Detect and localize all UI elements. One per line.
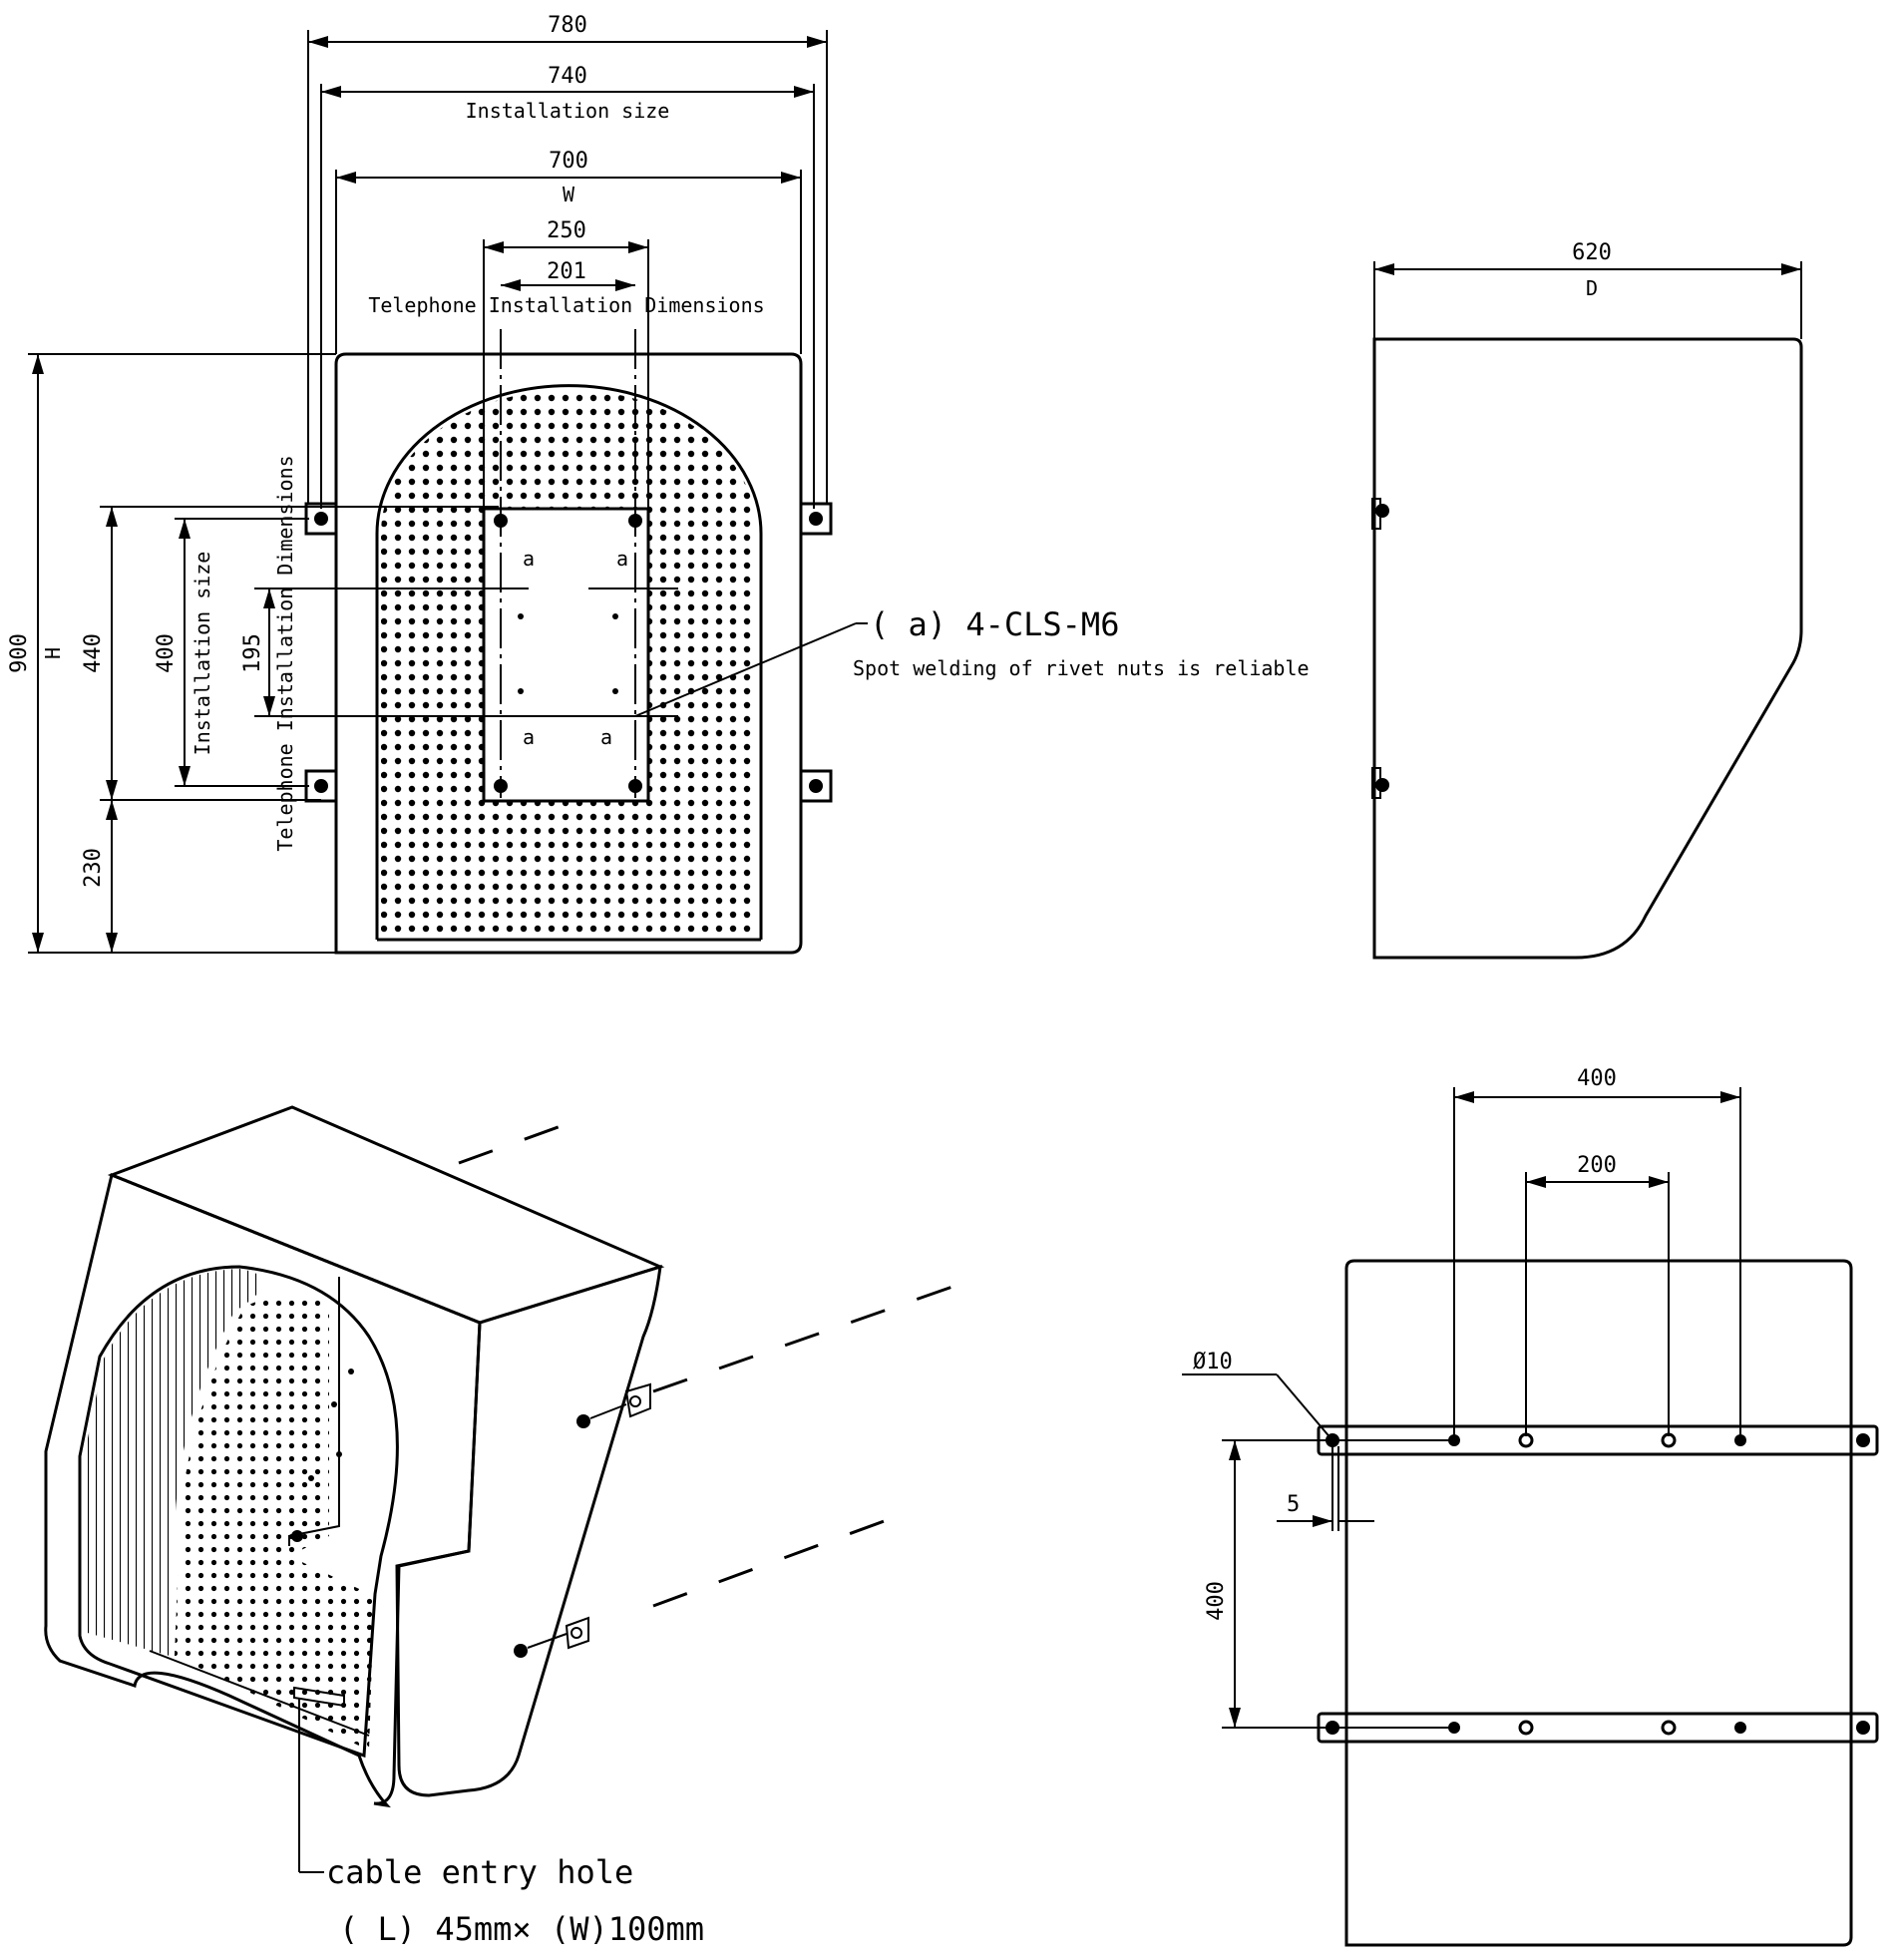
iso-front-frame — [44, 1172, 482, 1808]
side-view: 620 D — [1371, 240, 1803, 960]
back-view: 400 200 Ø10 5 400 — [1182, 1066, 1879, 1947]
dim-height: 900 — [7, 633, 32, 673]
dim-400-side: 400 — [1204, 1581, 1229, 1621]
callout-spot-welding: Spot welding of rivet nuts is reliable — [853, 656, 1310, 680]
hole-label-a: a — [523, 547, 535, 571]
iso-perforated-back — [175, 1294, 374, 1751]
dim-5: 5 — [1287, 1492, 1300, 1517]
hole-label-a: a — [616, 547, 628, 571]
dim-230: 230 — [81, 848, 106, 888]
side-mounting-bracket — [1371, 498, 1389, 799]
dim-height-label: H — [41, 647, 65, 659]
hole-label-a: a — [600, 725, 612, 749]
dim-install-width-label: Installation size — [466, 99, 670, 123]
dim-install-width: 740 — [548, 64, 587, 89]
front-view: 780 740 Installation size 700 W 250 201 … — [7, 13, 1310, 955]
dim-195: 195 — [240, 633, 265, 673]
iso-inner-louvers — [84, 1269, 263, 1656]
callout-rivet-nut: ( a) 4-CLS-M6 — [870, 605, 1119, 643]
dim-phone-label: Telephone Installation Dimensions — [368, 293, 764, 317]
dim-hole-diameter: Ø10 — [1193, 1350, 1233, 1374]
dim-depth-label: D — [1586, 276, 1598, 300]
dim-200: 200 — [1577, 1153, 1617, 1178]
dim-depth: 620 — [1572, 240, 1612, 265]
isometric-view: cable entry hole ( L) 45mm× (W)100mm — [44, 1105, 953, 1948]
side-view-profile — [1372, 337, 1803, 960]
callout-leader — [634, 622, 857, 717]
dim-400-label: Installation size — [190, 552, 214, 756]
dim-phone-outer: 250 — [547, 218, 586, 243]
iso-side-face — [395, 1264, 662, 1797]
cable-entry-label: cable entry hole — [326, 1853, 633, 1891]
iso-mounting-lug — [514, 1382, 651, 1658]
dim-400-vertical: 400 — [154, 633, 179, 673]
hole-label-a: a — [523, 725, 535, 749]
cable-entry-slot — [293, 1686, 345, 1708]
dim-overall-width: 780 — [548, 13, 587, 38]
dim-width-label: W — [563, 183, 575, 206]
dim-phone-inner: 201 — [547, 259, 586, 284]
dim-width: 700 — [549, 149, 588, 174]
mounting-lug — [799, 769, 833, 803]
telephone-mounting-plate — [482, 507, 650, 803]
dim-195-label: Telephone Installation Dimensions — [273, 455, 297, 851]
dim-400-top: 400 — [1577, 1066, 1617, 1091]
dim-440: 440 — [81, 633, 106, 673]
back-view-body — [1344, 1259, 1853, 1947]
mounting-lug — [799, 502, 833, 536]
front-view-housing — [304, 329, 833, 955]
cable-entry-size: ( L) 45mm× (W)100mm — [339, 1910, 704, 1948]
